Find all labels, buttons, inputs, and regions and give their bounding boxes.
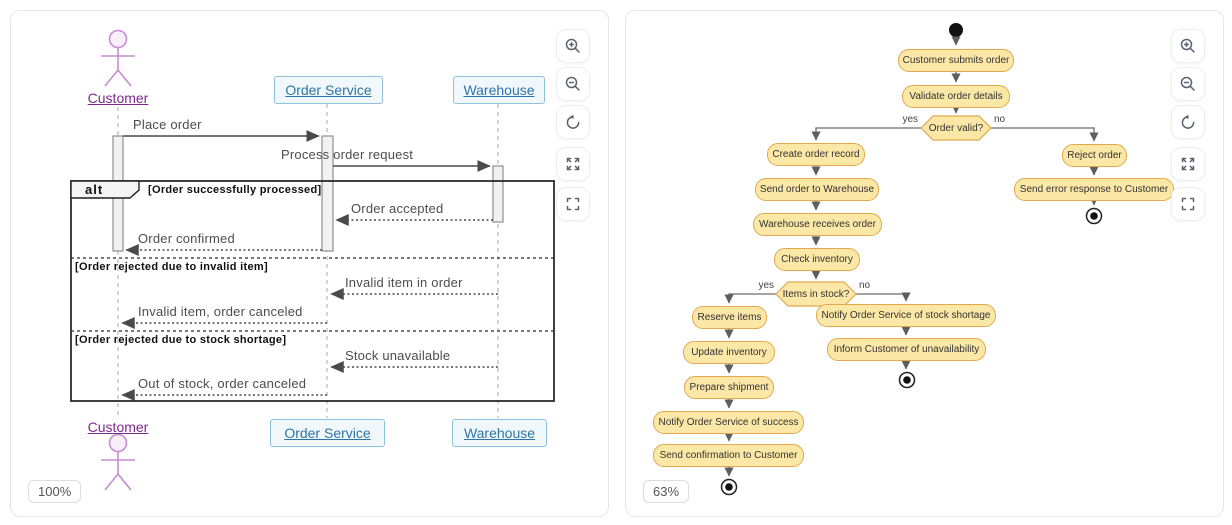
node-reserve-items: Reserve items (692, 306, 767, 329)
reset-view-button[interactable] (1171, 105, 1205, 139)
start-node (949, 23, 963, 37)
message-arrows (121, 130, 498, 401)
fit-screen-icon (566, 197, 580, 211)
decision-shapes (775, 115, 992, 307)
reset-icon (1181, 114, 1195, 129)
node-validate-order: Validate order details (902, 85, 1010, 108)
alt-frame (70, 180, 555, 402)
fit-screen-icon (1181, 197, 1195, 211)
node-reject-order: Reject order (1062, 144, 1127, 167)
fit-screen-button[interactable] (1171, 187, 1205, 221)
branch-yes-order-valid: yes (902, 114, 918, 125)
reset-view-button[interactable] (556, 105, 590, 139)
alt-guard-success: [Order successfully processed] (148, 184, 322, 196)
message-order-confirmed: Order confirmed (138, 231, 235, 246)
end-nodes (720, 207, 1103, 496)
zoom-level-badge: 100% (28, 480, 82, 503)
participant-warehouse-top: Warehouse (453, 76, 545, 104)
branch-yes-items-in-stock: yes (758, 280, 774, 291)
participant-warehouse-bottom: Warehouse (452, 419, 547, 447)
node-order-valid: Order valid? (928, 122, 984, 134)
expand-button[interactable] (556, 147, 590, 181)
zoom-level-badge: 63% (643, 480, 690, 503)
activity-connectors (724, 36, 1099, 477)
expand-icon (566, 157, 580, 171)
alt-guard-invalid-item: [Order rejected due to invalid item] (75, 261, 268, 273)
decision-items-in-stock (775, 281, 857, 307)
activity-diagram-panel: Customer submits order Validate order de… (625, 10, 1224, 517)
participant-order-service-top: Order Service (274, 76, 383, 104)
node-send-to-warehouse: Send order to Warehouse (755, 178, 879, 201)
participant-customer-bottom: Customer (87, 419, 149, 435)
node-notify-shortage: Notify Order Service of stock shortage (816, 304, 996, 327)
zoom-in-icon (565, 38, 580, 53)
zoom-out-button[interactable] (1171, 67, 1205, 101)
node-send-error: Send error response to Customer (1014, 178, 1174, 201)
activity-diagram-canvas[interactable] (626, 11, 1223, 516)
branch-no-items-in-stock: no (859, 280, 871, 291)
alt-operator: alt (85, 182, 104, 197)
branch-no-order-valid: no (994, 114, 1006, 125)
alt-guard-stock-shortage: [Order rejected due to stock shortage] (75, 334, 287, 346)
node-warehouse-receives: Warehouse receives order (753, 213, 882, 236)
node-customer-submits: Customer submits order (898, 49, 1014, 72)
message-order-accepted: Order accepted (351, 201, 444, 216)
message-place-order: Place order (133, 117, 202, 132)
decision-order-valid (920, 115, 992, 141)
participant-order-service-bottom: Order Service (270, 419, 385, 447)
message-out-of-stock: Out of stock, order canceled (138, 376, 307, 391)
zoom-out-icon (1180, 76, 1195, 91)
customer-actor-bottom-icon (101, 433, 135, 491)
zoom-out-button[interactable] (556, 67, 590, 101)
zoom-controls (556, 29, 590, 221)
expand-button[interactable] (1171, 147, 1205, 181)
expand-icon (1181, 157, 1195, 171)
zoom-in-button[interactable] (556, 29, 590, 63)
node-prepare-shipment: Prepare shipment (684, 376, 774, 399)
zoom-in-icon (1180, 38, 1195, 53)
message-process-order-request: Process order request (281, 147, 414, 162)
node-inform-unavailability: Inform Customer of unavailability (827, 338, 986, 361)
message-invalid-canceled: Invalid item, order canceled (138, 304, 303, 319)
node-items-in-stock: Items in stock? (782, 288, 850, 300)
node-update-inventory: Update inventory (683, 341, 775, 364)
participant-customer-top: Customer (87, 90, 149, 106)
node-check-inventory: Check inventory (774, 248, 860, 271)
zoom-in-button[interactable] (1171, 29, 1205, 63)
node-send-confirmation: Send confirmation to Customer (653, 444, 804, 467)
message-stock-unavailable: Stock unavailable (345, 348, 451, 363)
sequence-diagram-canvas[interactable] (11, 11, 608, 516)
node-notify-success: Notify Order Service of success (653, 411, 804, 434)
node-create-record: Create order record (767, 143, 865, 166)
message-invalid-item: Invalid item in order (345, 275, 463, 290)
fit-screen-button[interactable] (556, 187, 590, 221)
zoom-out-icon (565, 76, 580, 91)
customer-actor-icon (101, 29, 135, 87)
reset-icon (566, 114, 580, 129)
sequence-diagram-panel: Customer Order Service Warehouse Custome… (10, 10, 609, 517)
zoom-controls (1171, 29, 1205, 221)
